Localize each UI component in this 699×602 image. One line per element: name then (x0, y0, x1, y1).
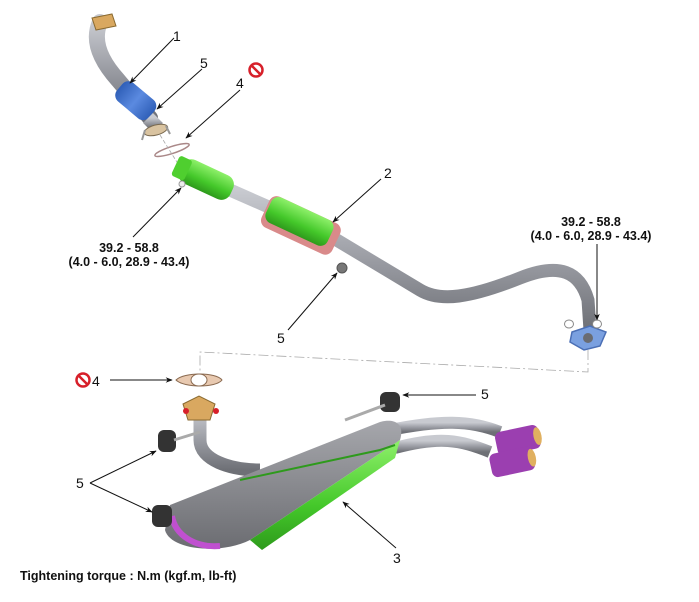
do-not-reuse-icon (248, 62, 264, 78)
callout-5-center: 5 (277, 330, 285, 346)
hanger-rear-right-icon (380, 392, 400, 412)
flex-pipe (115, 81, 157, 121)
center-pipe-assembly (171, 156, 607, 351)
callout-4-upper: 4 (236, 75, 244, 91)
do-not-reuse-icon (75, 372, 91, 388)
hanger-left-upper-icon (158, 430, 176, 452)
torque-spec-front-line2: (4.0 - 6.0, 28.9 - 43.4) (69, 255, 190, 269)
hanger-center-icon (336, 262, 348, 274)
gasket-upper (154, 142, 190, 158)
callout-4-lower: 4 (92, 373, 100, 389)
callout-5-rear: 5 (481, 386, 489, 402)
torque-spec-rear-line1: 39.2 - 58.8 (561, 215, 621, 229)
callout-5-upper: 5 (200, 55, 208, 71)
center-muffler (261, 196, 341, 255)
front-flange (91, 13, 117, 31)
gasket-lower (175, 373, 223, 387)
callout-3: 3 (393, 550, 401, 566)
front-pipe (88, 13, 171, 141)
hanger-left-lower-icon (152, 505, 172, 527)
torque-units-caption: Tightening torque : N.m (kgf.m, lb-ft) (20, 569, 237, 583)
leader-lines (89, 37, 600, 549)
main-muffler-assembly (152, 392, 542, 550)
torque-spec-rear-line2: (4.0 - 6.0, 28.9 - 43.4) (531, 229, 652, 243)
catalytic-converter (171, 156, 234, 200)
callout-1: 1 (173, 28, 181, 44)
torque-spec-front-line1: 39.2 - 58.8 (99, 241, 159, 255)
callout-2: 2 (384, 165, 392, 181)
callout-5-left: 5 (76, 475, 84, 491)
tailpipe-tips (489, 425, 542, 478)
